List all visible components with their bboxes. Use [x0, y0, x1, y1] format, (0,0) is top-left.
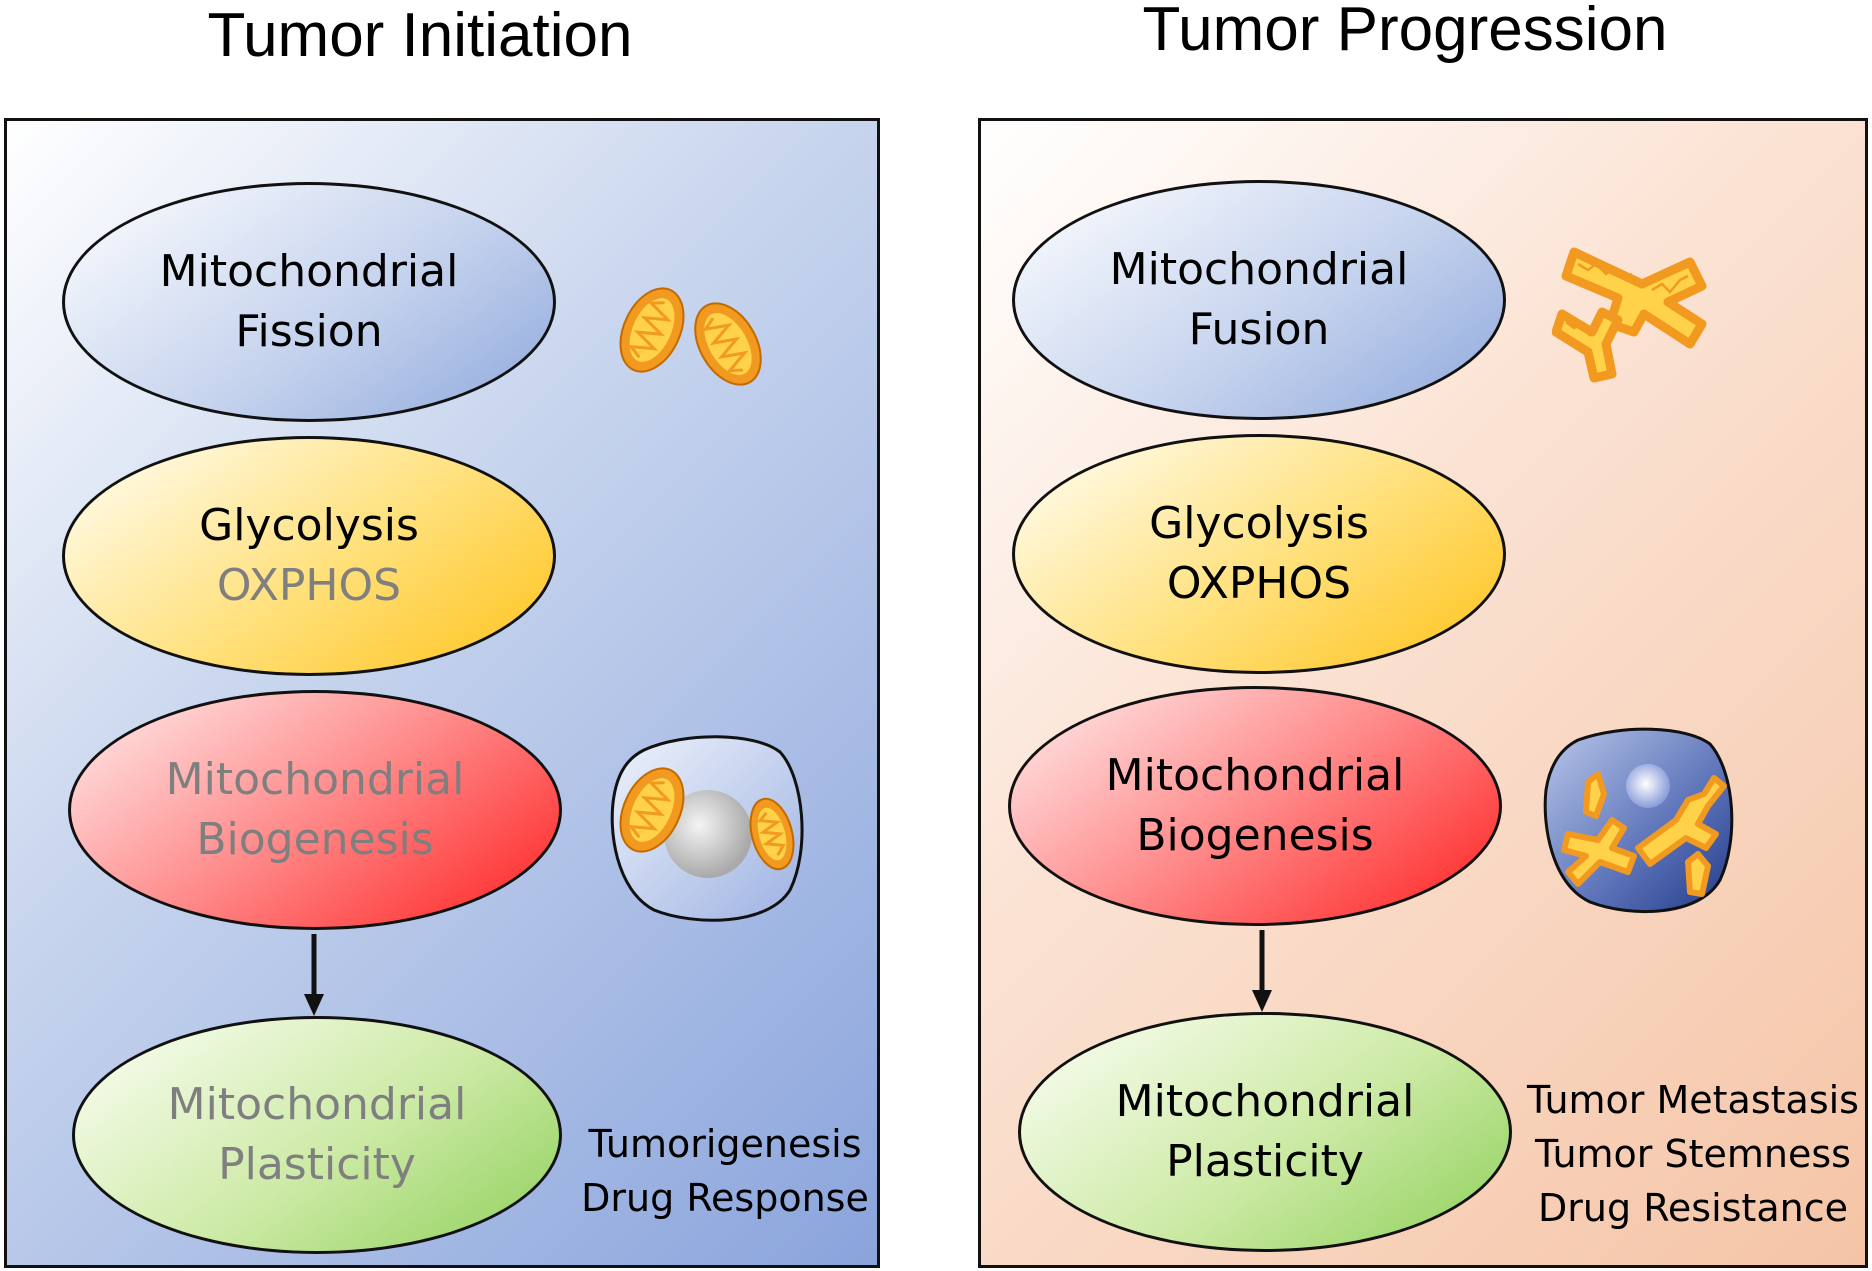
title-tumor-initiation: Tumor Initiation	[207, 1, 633, 70]
cell-with-fissioned-mitochondria-icon	[610, 735, 804, 922]
biogenesis-right-line2: Biogenesis	[1136, 810, 1374, 861]
fused-mitochondria-icon	[1552, 247, 1707, 383]
arrow-down-right	[1252, 930, 1272, 1012]
outcomes-left: Tumorigenesis Drug Response	[580, 1117, 870, 1225]
plasticity-right-line1: Mitochondrial	[1115, 1076, 1415, 1127]
fissioned-mitochondria-icon	[619, 287, 762, 386]
outcome-tumorigenesis: Tumorigenesis	[588, 1122, 862, 1166]
biogenesis-left-line2: Biogenesis	[196, 814, 434, 865]
outcome-tumor-metastasis: Tumor Metastasis	[1527, 1078, 1859, 1122]
ellipse-mitochondrial-plasticity-left: Mitochondrial Plasticity	[72, 1016, 562, 1254]
outcome-drug-resistance: Drug Resistance	[1538, 1186, 1848, 1230]
outcome-tumor-stemness: Tumor Stemness	[1535, 1132, 1851, 1176]
ellipse-metabolism-left: Glycolysis OXPHOS	[62, 436, 556, 676]
cell-with-fused-mitochondria-icon	[1543, 727, 1734, 914]
outcomes-right: Tumor Metastasis Tumor Stemness Drug Res…	[1520, 1073, 1866, 1235]
ellipse-mitochondrial-biogenesis-right: Mitochondrial Biogenesis	[1008, 686, 1502, 926]
fusion-line2: Fusion	[1188, 304, 1330, 355]
ellipse-mitochondrial-biogenesis-left: Mitochondrial Biogenesis	[68, 690, 562, 930]
oxphos-label-left: OXPHOS	[216, 560, 402, 611]
glycolysis-label-left: Glycolysis	[199, 500, 419, 551]
plasticity-left-line1: Mitochondrial	[167, 1079, 467, 1130]
title-tumor-progression: Tumor Progression	[1142, 0, 1668, 64]
fusion-line1: Mitochondrial	[1109, 244, 1409, 295]
fission-line2: Fission	[235, 306, 383, 357]
arrow-down-left	[304, 934, 324, 1016]
plasticity-left-line2: Plasticity	[218, 1139, 416, 1190]
glycolysis-label-right: Glycolysis	[1149, 498, 1369, 549]
ellipse-metabolism-right: Glycolysis OXPHOS	[1012, 434, 1506, 674]
outcome-drug-response: Drug Response	[581, 1176, 869, 1220]
ellipse-mitochondrial-fission: Mitochondrial Fission	[62, 182, 556, 422]
biogenesis-right-line1: Mitochondrial	[1105, 750, 1405, 801]
ellipse-mitochondrial-plasticity-right: Mitochondrial Plasticity	[1018, 1012, 1512, 1252]
biogenesis-left-line1: Mitochondrial	[165, 754, 465, 805]
fission-line1: Mitochondrial	[159, 246, 459, 297]
ellipse-mitochondrial-fusion: Mitochondrial Fusion	[1012, 180, 1506, 420]
plasticity-right-line2: Plasticity	[1166, 1136, 1364, 1187]
oxphos-label-right: OXPHOS	[1166, 558, 1352, 609]
